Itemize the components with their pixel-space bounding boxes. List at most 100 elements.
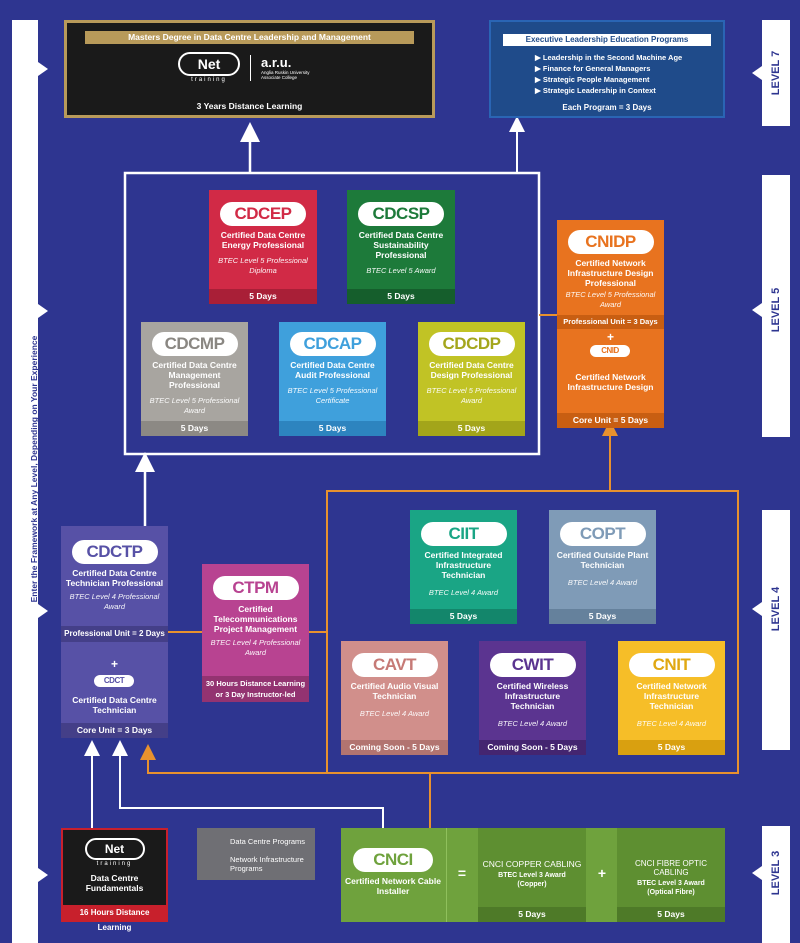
aru-text: a.r.u. (261, 55, 292, 70)
copt-sub: BTEC Level 4 Award (567, 578, 638, 587)
card-cdcdp[interactable]: CDCDP Certified Data Centre Design Profe… (418, 322, 525, 436)
cavt-foot: Coming Soon - 5 Days (341, 740, 448, 755)
level4-label: LEVEL 4 (770, 586, 782, 632)
cdcap-badge: CDCAP (289, 332, 376, 356)
level7-tab (762, 20, 790, 126)
cdcsp-title: Certified Data Centre Sustainability Pro… (358, 230, 444, 260)
cdcep-foot: 5 Days (209, 289, 317, 304)
ciit-title: Certified Integrated Infrastructure Tech… (424, 550, 503, 580)
card-copt[interactable]: COPT Certified Outside Plant Technician … (549, 510, 656, 624)
level3-tab (762, 826, 790, 943)
cdcmp-title: Certified Data Centre Management Profess… (152, 360, 237, 390)
notch-left-2 (38, 304, 48, 318)
copt-badge: COPT (559, 522, 646, 546)
ctpm-foot: 30 Hours Distance Learning or 3 Day Inst… (202, 676, 309, 702)
legend-dc-label: Data Centre Programs (230, 837, 306, 846)
copt-title: Certified Outside Plant Technician (556, 550, 649, 570)
masters-logos: Net training a.r.u. Anglia Ruskin Univer… (67, 52, 432, 83)
cdcdp-title: Certified Data Centre Design Professiona… (429, 360, 514, 380)
cnidp-sub: BTEC Level 5 Professional Award (565, 290, 656, 309)
cnid-plus: + (606, 330, 614, 344)
cnit-badge: CNIT (628, 653, 715, 677)
cnit-foot: 5 Days (618, 740, 725, 755)
fibre-title: CNCI FIBRE OPTIC CABLING (634, 859, 707, 877)
card-cdcmp[interactable]: CDCMP Certified Data Centre Management P… (141, 322, 248, 436)
cdcsp-sub: BTEC Level 5 Award (366, 266, 436, 275)
card-cdctp[interactable]: CDCTP Certified Data Centre Technician P… (61, 526, 168, 738)
notch-left-3 (38, 604, 48, 618)
cdctp-foot: Professional Unit = 2 Days (61, 626, 168, 642)
cnci-divider-1 (446, 828, 447, 922)
level7-label: LEVEL 7 (770, 50, 782, 96)
copper-sub: BTEC Level 3 Award (Copper) (498, 872, 566, 888)
level7-notch (752, 66, 762, 80)
card-copper[interactable]: CNCI COPPER CABLING BTEC Level 3 Award (… (478, 828, 586, 922)
ciit-badge: CIIT (420, 522, 507, 546)
executive-item: ▶ Finance for General Managers (535, 64, 651, 73)
level5-notch (752, 303, 762, 317)
card-cwit[interactable]: CWIT Certified Wireless Infrastructure T… (479, 641, 586, 755)
cdcep-title: Certified Data Centre Energy Professiona… (220, 230, 306, 250)
cdctp-title: Certified Data Centre Technician Profess… (65, 568, 164, 588)
executive-item-text: Leadership in the Second Machine Age (542, 53, 683, 62)
card-cnit[interactable]: CNIT Certified Network Infrastructure Te… (618, 641, 725, 755)
card-cdcep[interactable]: CDCEP Certified Data Centre Energy Profe… (209, 190, 317, 304)
side-bar-left (12, 20, 38, 943)
level3-label: LEVEL 3 (770, 850, 782, 896)
masters-title: Masters Degree in Data Centre Leadership… (85, 31, 414, 44)
cdctp-sub: BTEC Level 4 Professional Award (69, 592, 160, 611)
cwit-badge: CWIT (489, 653, 576, 677)
cdcsp-badge: CDCSP (358, 202, 444, 226)
side-label: Enter the Framework at Any Level, Depend… (29, 335, 39, 603)
dcf-logo: Net (84, 838, 145, 860)
card-ciit[interactable]: CIIT Certified Integrated Infrastructure… (410, 510, 517, 624)
dcf-logo-sub: training (96, 861, 133, 867)
notch-left-4 (38, 868, 48, 882)
ctpm-sub: BTEC Level 4 Professional Award (210, 638, 301, 657)
cdcdp-foot: 5 Days (418, 421, 525, 436)
cwit-foot: Coming Soon - 5 Days (479, 740, 586, 755)
cdcep-sub: BTEC Level 5 Professional Diploma (218, 256, 308, 275)
card-cnidp[interactable]: CNIDP Certified Network Infrastructure D… (557, 220, 664, 428)
card-dcf[interactable]: Net training Data Centre Fundamentals 16… (61, 828, 168, 932)
cdcmp-sub: BTEC Level 5 Professional Award (149, 396, 240, 415)
cdcap-title: Certified Data Centre Audit Professional (290, 360, 375, 380)
cnci-badge: CNCI (353, 848, 433, 872)
cdcmp-badge: CDCMP (151, 332, 238, 356)
cnidp-badge: CNIDP (567, 230, 654, 254)
masters-degree-box[interactable]: Masters Degree in Data Centre Leadership… (64, 20, 435, 118)
cnid-badge: CNID (590, 345, 630, 357)
executive-box[interactable]: Executive Leadership Education Programs … (489, 20, 725, 118)
cnid-title: Certified Network Infrastructure Design (567, 372, 654, 392)
equals-sign: = (457, 865, 467, 881)
executive-item-text: Strategic People Management (542, 75, 650, 84)
cavt-title: Certified Audio Visual Technician (350, 681, 439, 701)
copper-foot: 5 Days (478, 907, 586, 922)
cnid-foot: Core Unit = 5 Days (557, 413, 664, 428)
cavt-sub: BTEC Level 4 Award (359, 709, 430, 718)
legend-box (197, 828, 315, 880)
cdct-foot: Core Unit = 3 Days (61, 723, 168, 738)
card-cdcap[interactable]: CDCAP Certified Data Centre Audit Profes… (279, 322, 386, 436)
executive-title: Executive Leadership Education Programs (503, 34, 711, 46)
card-fibre[interactable]: CNCI FIBRE OPTIC CABLING BTEC Level 3 Aw… (617, 828, 725, 922)
cdctp-badge: CDCTP (71, 540, 158, 564)
ciit-foot: 5 Days (410, 609, 517, 624)
logo-divider (250, 54, 251, 81)
ciit-sub: BTEC Level 4 Award (428, 588, 499, 597)
fibre-foot: 5 Days (617, 907, 725, 922)
executive-list: ▶ Leadership in the Second Machine Age ▶… (535, 52, 723, 96)
cnet-logo: Net training (178, 52, 240, 83)
level4-tab (762, 510, 790, 750)
notch-left-1 (38, 62, 48, 76)
cdcsp-foot: 5 Days (347, 289, 455, 304)
card-ctpm[interactable]: CTPM Certified Telecommunications Projec… (202, 564, 309, 702)
card-cnci[interactable]: CNCI Certified Network Cable Installer (341, 828, 445, 922)
card-cdcsp[interactable]: CDCSP Certified Data Centre Sustainabili… (347, 190, 455, 304)
ctpm-title: Certified Telecommunications Project Man… (213, 604, 298, 634)
card-cavt[interactable]: CAVT Certified Audio Visual Technician B… (341, 641, 448, 755)
cavt-badge: CAVT (351, 653, 438, 677)
cnet-logo-sub: training (191, 77, 227, 83)
dcf-foot: 16 Hours Distance Learning (63, 905, 166, 932)
